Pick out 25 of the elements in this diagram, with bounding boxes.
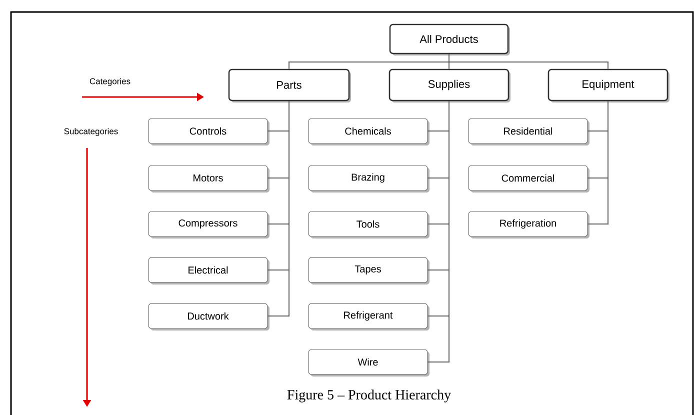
subcategory-box: Commercial [468,165,590,192]
category-box: Parts [228,68,351,102]
subcategory-box: Brazing [308,165,430,192]
connector-line [267,100,290,316]
subcategory-box: Tapes [308,257,430,284]
subcategory-box: Wire [308,349,430,376]
category-box: Supplies [388,68,510,102]
subcategory-box: Compressors [148,211,270,238]
subcategory-box: Tools [308,211,430,238]
subcategory-box: Ductwork [148,303,270,330]
subcategory-box: Electrical [148,257,270,284]
subcategory-box: Motors [148,165,270,192]
subcategory-box: Residential [468,118,590,146]
connector-line [427,100,450,362]
category-box: Equipment [548,68,670,102]
subcategory-box: Refrigerant [308,303,430,330]
axis-label: Categories [90,78,130,86]
connector-line [448,54,608,70]
axis-label: Subcategories [64,128,118,136]
root-box: All Products [389,24,510,56]
subcategory-box: Controls [148,118,270,146]
subcategory-box: Chemicals [308,118,430,146]
subcategory-box: Refrigeration [468,211,590,238]
figure-caption: Figure 5 – Product Hierarchy [287,390,451,402]
connector-line [587,100,608,224]
